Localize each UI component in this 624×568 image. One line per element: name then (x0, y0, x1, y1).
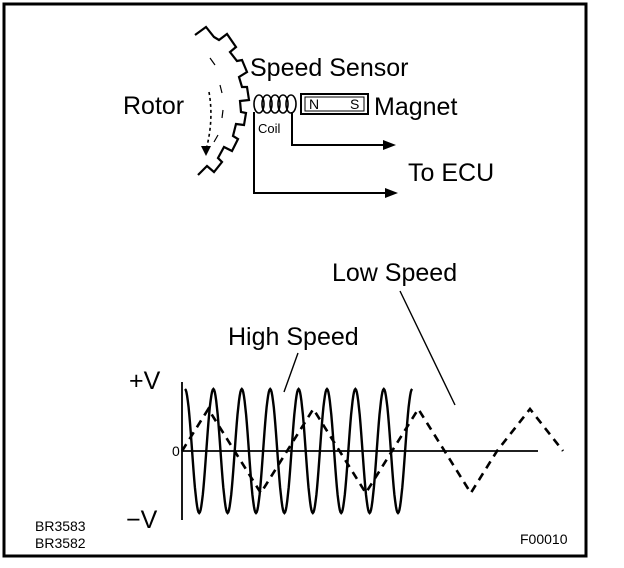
figure-frame (2, 2, 588, 558)
magnet-label: Magnet (374, 93, 457, 121)
to-ecu-label: To ECU (408, 159, 494, 187)
magnet-n-label: N (309, 96, 319, 112)
coil-label: Coil (258, 121, 281, 136)
plus-v-label: +V (129, 367, 161, 395)
code-2: BR3582 (35, 535, 86, 551)
rotor-label: Rotor (123, 92, 184, 120)
figure-code: F00010 (520, 531, 568, 547)
high-speed-waveform (184, 387, 414, 515)
code-1: BR3583 (35, 518, 86, 534)
high-speed-label: High Speed (228, 323, 359, 351)
speed-sensor-label: Speed Sensor (250, 54, 408, 82)
wire-arrow-upper (383, 140, 396, 150)
wire-arrow-lower (385, 188, 398, 198)
rotor-icon (194, 25, 251, 176)
low-speed-label: Low Speed (332, 259, 457, 287)
magnet-icon: N S (300, 93, 369, 115)
zero-label: 0 (172, 443, 180, 459)
coil-icon (253, 94, 297, 114)
ecu-wires (253, 112, 387, 194)
minus-v-label: −V (126, 506, 158, 534)
magnet-s-label: S (350, 96, 359, 112)
high-speed-leader (283, 352, 299, 393)
low-speed-leader (399, 290, 456, 406)
